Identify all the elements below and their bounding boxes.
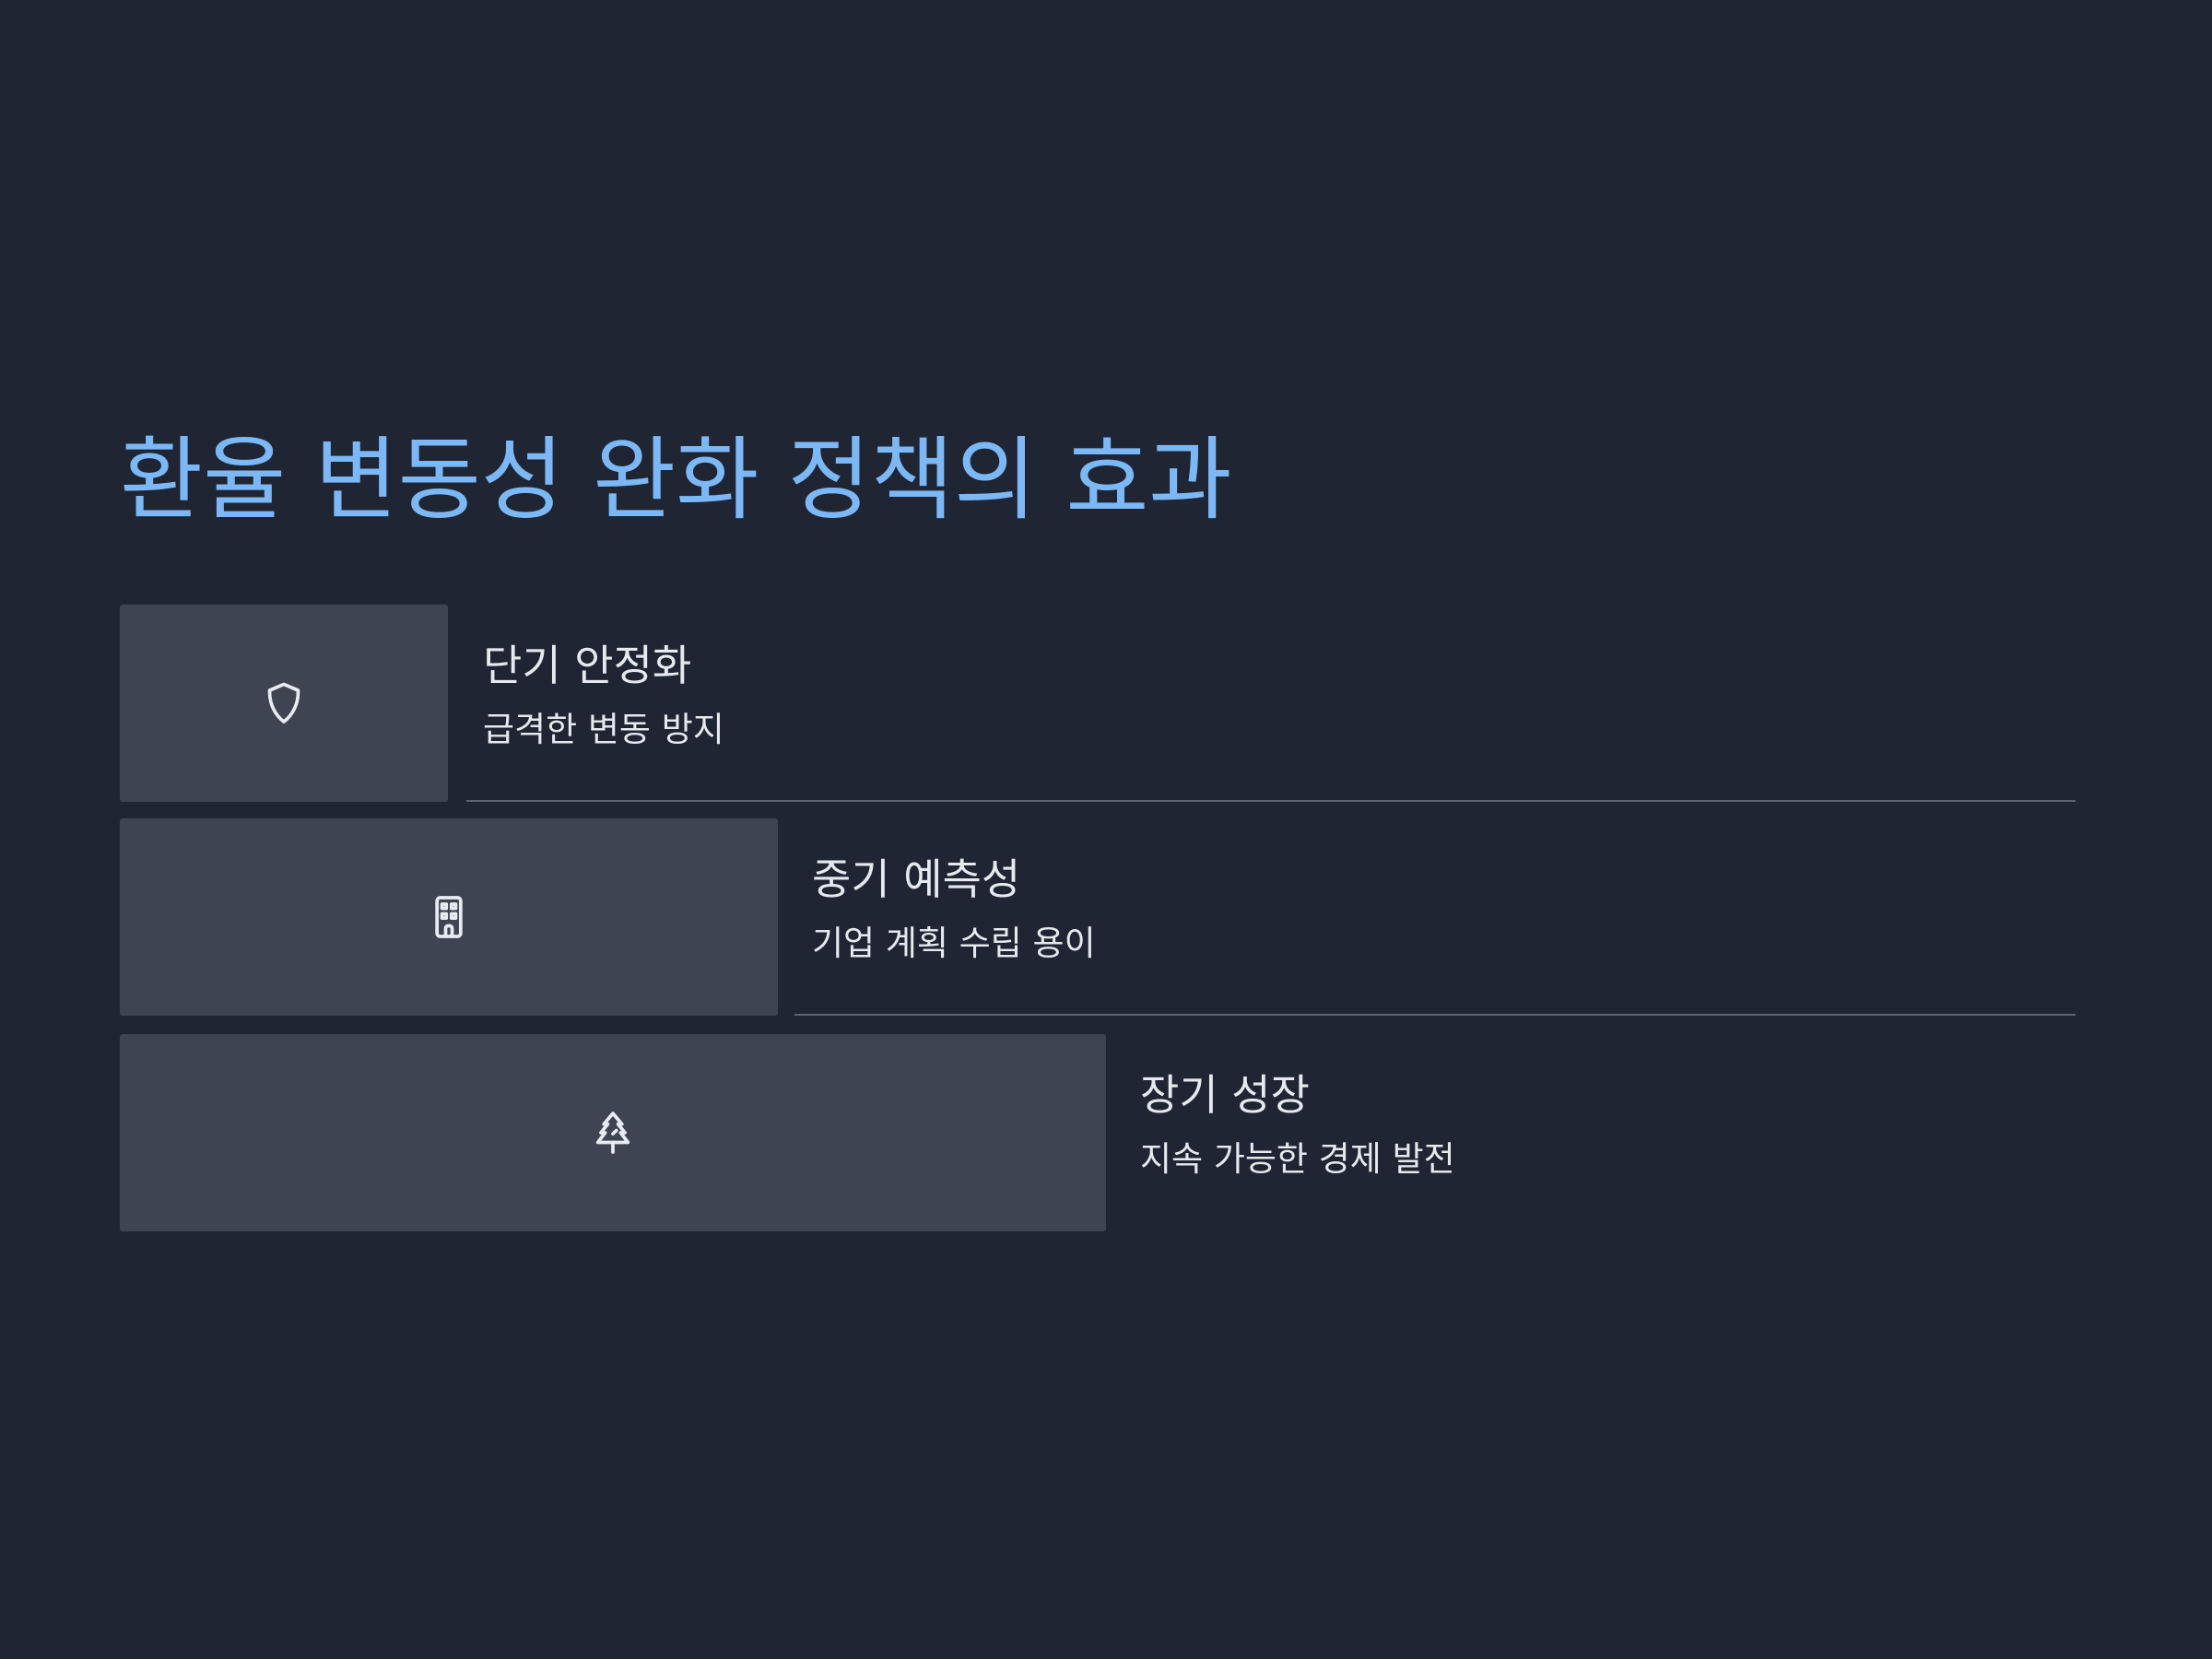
tree-icon — [587, 1107, 639, 1159]
effect-description: 지속 가능한 경제 발전 — [1140, 1139, 1455, 1179]
divider — [466, 800, 2076, 802]
page-title: 환율 변동성 완화 정책의 효과 — [120, 428, 1232, 533]
shield-icon — [258, 677, 310, 729]
effect-text: 중기 예측성 기업 계획 수립 용이 — [812, 853, 1096, 964]
effect-heading: 단기 안정화 — [483, 641, 692, 690]
effect-text: 단기 안정화 급격한 변동 방지 — [483, 640, 724, 750]
divider — [794, 1014, 2076, 1016]
effect-panel — [120, 605, 448, 802]
effect-description: 급격한 변동 방지 — [483, 710, 724, 749]
effect-panel — [120, 1034, 1106, 1231]
effect-heading: 장기 성장 — [1140, 1070, 1310, 1120]
effect-panel — [120, 818, 778, 1016]
effect-description: 기업 계획 수립 용이 — [812, 924, 1096, 963]
building-icon — [423, 891, 475, 943]
effect-heading: 중기 예측성 — [812, 854, 1021, 904]
effect-text: 장기 성장 지속 가능한 경제 발전 — [1140, 1069, 1455, 1180]
